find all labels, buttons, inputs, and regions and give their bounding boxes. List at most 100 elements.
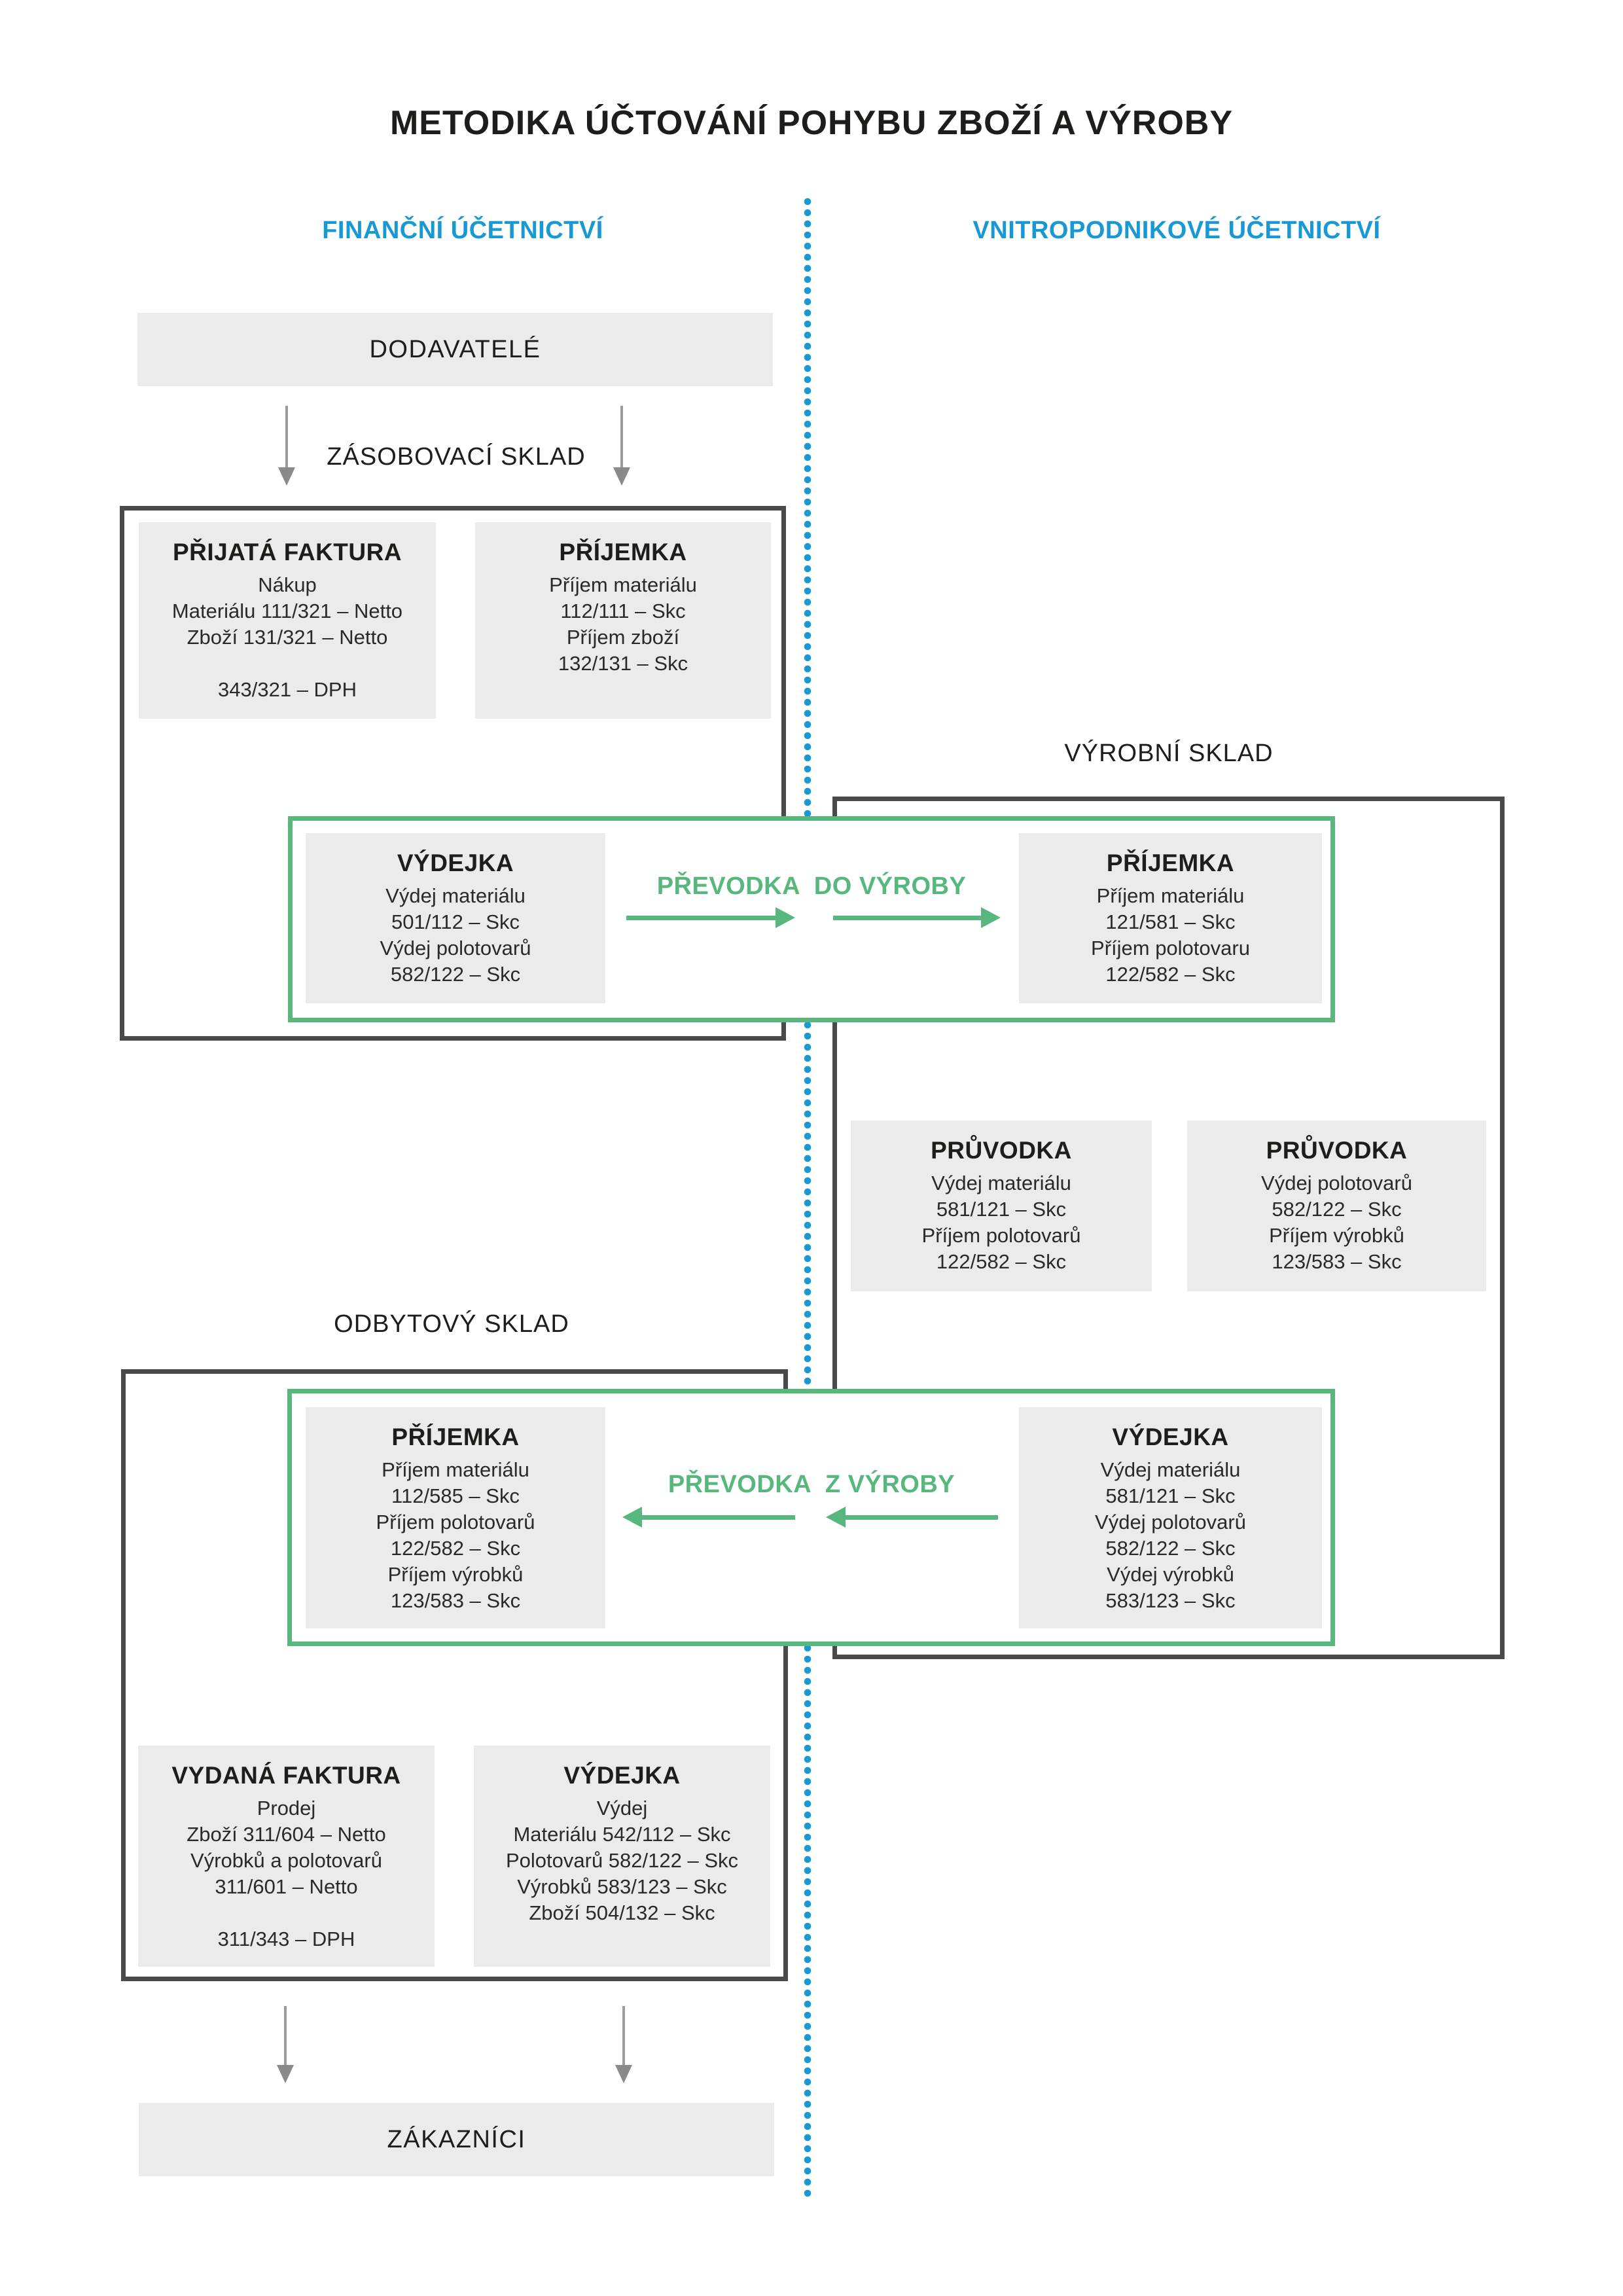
card-title: PRŮVODKA: [1266, 1137, 1408, 1164]
warehouse-label-production: VÝROBNÍ SKLAD: [1064, 739, 1274, 767]
arrow-left-icon: [826, 1507, 998, 1528]
card-line: Zboží 504/132 – Skc: [529, 1901, 715, 1924]
card-line: Příjem materiálu: [382, 1458, 529, 1481]
arrow-down-icon: [277, 406, 296, 486]
card-line: Příjem materiálu: [1096, 884, 1245, 907]
card-line: 112/585 – Skc: [391, 1484, 520, 1507]
card-line: Nákup: [258, 573, 317, 596]
customers-label: ZÁKAZNÍCI: [387, 2125, 526, 2153]
frame-supply-warehouse: [120, 506, 786, 1041]
section-header-internal: VNITROPODNIKOVÉ ÚČETNICTVÍ: [972, 216, 1381, 244]
card-line: Prodej: [257, 1797, 316, 1820]
card-line: Výdej polotovarů: [1095, 1511, 1246, 1534]
card-line: 582/122 – Skc: [1272, 1198, 1402, 1221]
arrow-down-icon: [613, 406, 631, 486]
card-line: 343/321 – DPH: [218, 678, 357, 701]
arrow-head: [622, 1507, 642, 1528]
page-title: METODIKA ÚČTOVÁNÍ POHYBU ZBOŽÍ A VÝROBY: [389, 104, 1234, 142]
arrow-head: [826, 1507, 846, 1528]
card-title: VYDANÁ FAKTURA: [171, 1762, 401, 1789]
customers-box: ZÁKAZNÍCI: [139, 2103, 774, 2176]
card-line: Výdej polotovarů: [380, 937, 531, 960]
card-line: Příjem polotovarů: [921, 1224, 1081, 1247]
card-title: PŘIJATÁ FAKTURA: [172, 539, 402, 565]
card-line: Výdej materiálu: [1100, 1458, 1241, 1481]
arrow-right-icon: [833, 907, 1001, 928]
card-line: 582/122 – Skc: [1105, 1537, 1236, 1560]
card-line: Polotovarů 582/122 – Skc: [505, 1849, 739, 1872]
card-line: 501/112 – Skc: [391, 910, 520, 933]
card-line: Příjem materiálu: [549, 573, 697, 596]
card-line: Zboží 311/604 – Netto: [187, 1823, 386, 1846]
frame-production-warehouse: [832, 797, 1505, 1659]
card-line: 122/582 – Skc: [1105, 963, 1236, 986]
arrow-shaft: [844, 1515, 998, 1520]
arrow-head: [613, 467, 630, 486]
card-line: 311/343 – DPH: [217, 1928, 355, 1950]
card-line: Příjem výrobků: [1269, 1224, 1404, 1247]
card-line: 581/121 – Skc: [936, 1198, 1067, 1221]
transfer-label-from-production: PŘEVODKA Z VÝROBY: [668, 1470, 955, 1498]
card-line: Výdej materiálu: [931, 1172, 1071, 1194]
suppliers-box: DODAVATELÉ: [137, 313, 773, 386]
card-title: PRŮVODKA: [931, 1137, 1072, 1164]
card-line: Výdej materiálu: [385, 884, 526, 907]
card-title: VÝDEJKA: [563, 1762, 681, 1789]
arrow-shaft: [284, 2006, 287, 2065]
suppliers-label: DODAVATELÉ: [369, 335, 541, 363]
card-line: Výdej: [596, 1797, 648, 1820]
arrow-left-icon: [622, 1507, 795, 1528]
card-line: [139, 651, 436, 677]
card-line: 581/121 – Skc: [1105, 1484, 1236, 1507]
warehouse-label-supply: ZÁSOBOVACÍ SKLAD: [327, 442, 586, 471]
card-line: Výdej výrobků: [1107, 1563, 1234, 1586]
arrow-shaft: [620, 406, 623, 467]
card-line: Příjem výrobků: [387, 1563, 524, 1586]
arrow-right-icon: [626, 907, 795, 928]
arrow-shaft: [285, 406, 288, 467]
card-title: VÝDEJKA: [397, 850, 514, 876]
card-line: 582/122 – Skc: [390, 963, 521, 986]
arrow-shaft: [622, 2006, 625, 2065]
arrow-shaft: [626, 916, 777, 920]
card-title: PŘÍJEMKA: [391, 1424, 520, 1450]
card-line: Výdej polotovarů: [1261, 1172, 1412, 1194]
card-line: 311/601 – Netto: [215, 1875, 358, 1898]
card-line: 123/583 – Skc: [1272, 1250, 1402, 1273]
card-line: 122/582 – Skc: [390, 1537, 521, 1560]
arrow-head: [776, 907, 795, 928]
section-header-financial: FINANČNÍ ÚČETNICTVÍ: [322, 216, 603, 244]
arrow-head: [981, 907, 1001, 928]
arrow-shaft: [833, 916, 982, 920]
card-title: PŘÍJEMKA: [1106, 850, 1235, 876]
card-line: [138, 1900, 435, 1926]
transfer-label-to-production: PŘEVODKA DO VÝROBY: [656, 872, 967, 900]
card-line: Výrobků 583/123 – Skc: [517, 1875, 727, 1898]
card-line: Výrobků a polotovarů: [190, 1849, 382, 1872]
warehouse-label-sales: ODBYTOVÝ SKLAD: [334, 1310, 569, 1338]
arrow-head: [278, 467, 295, 486]
card-line: Příjem polotovaru: [1091, 937, 1250, 960]
card-line: Materiálu 111/321 – Netto: [171, 600, 403, 622]
card-line: 121/581 – Skc: [1105, 910, 1236, 933]
arrow-head: [615, 2065, 632, 2083]
